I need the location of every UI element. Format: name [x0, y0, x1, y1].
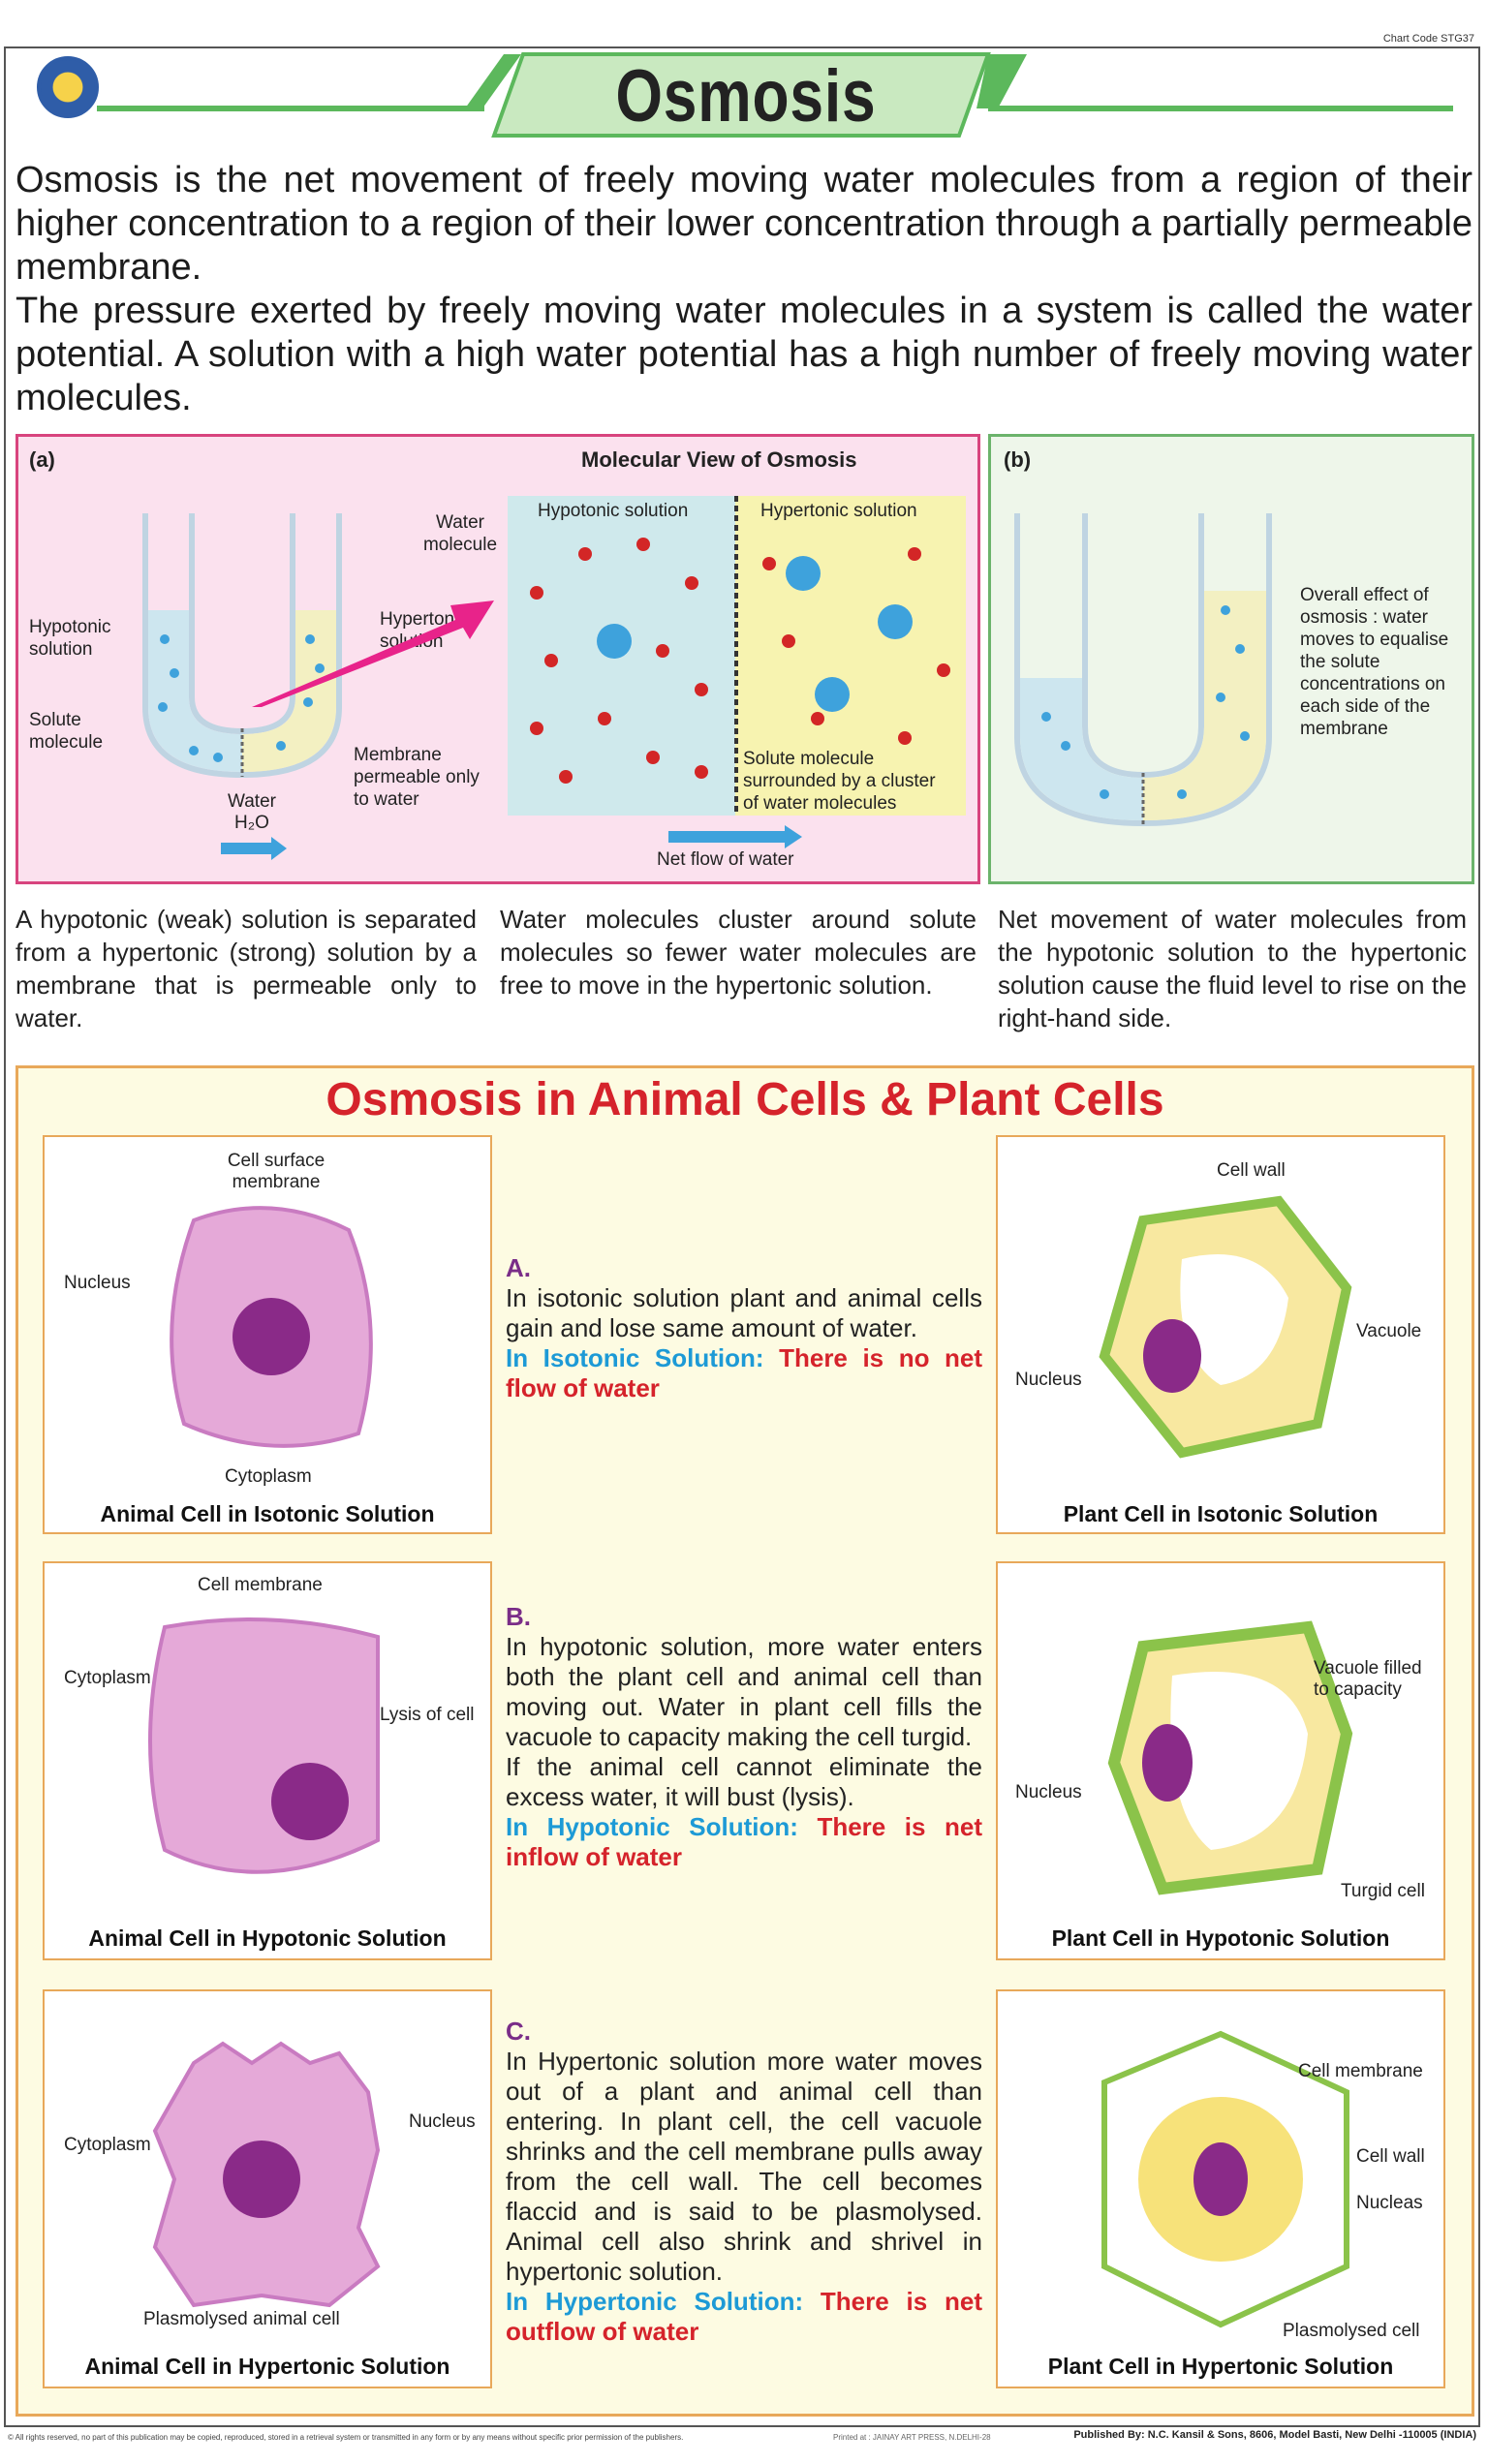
row-b-key-red: There is net inflow of water: [506, 1812, 982, 1871]
row-c-key-red: There is net outflow of water: [506, 2287, 982, 2346]
footer-publisher: Published By: N.C. Kansil & Sons, 8606, …: [1073, 2429, 1476, 2441]
panel-b-label: (b): [1004, 447, 1032, 472]
animal-c-label-3: Plasmolysed animal cell: [143, 2309, 340, 2329]
solute-molecule-label: Solute molecule: [29, 710, 104, 753]
row-b-text: B. In hypotonic solution, more water ent…: [506, 1602, 982, 1872]
panel-a-label: (a): [29, 447, 55, 472]
hypotonic-solution-heading: Hypotonic solution: [538, 501, 689, 521]
plant-c-label-4: Plasmolysed cell: [1283, 2321, 1420, 2341]
plant-cell-isotonic-illustration: [1099, 1195, 1352, 1459]
h2o-label: H₂O: [234, 813, 269, 833]
animal-c-label-1: Cytoplasm: [64, 2135, 151, 2155]
row-a-key-red: There is no net flow of water: [506, 1343, 983, 1402]
solute-cluster-label: Solute molecule surrounded by a cluster …: [743, 748, 951, 815]
plant-a-label-1: Cell wall: [1217, 1160, 1286, 1181]
intro-text: Osmosis is the net movement of freely mo…: [16, 159, 1472, 420]
plant-cell-hypertonic-caption: Plant Cell in Hypertonic Solution: [1047, 2354, 1394, 2379]
row-a-description: In isotonic solution plant and animal ce…: [506, 1283, 982, 1342]
animal-cell-hypertonic-caption: Animal Cell in Hypertonic Solution: [84, 2354, 450, 2379]
intro-paragraph-1: Osmosis is the net movement of freely mo…: [16, 160, 1473, 288]
magnify-arrow: [252, 601, 494, 707]
animal-cell-isotonic-caption: Animal Cell in Isotonic Solution: [100, 1501, 435, 1526]
row-c-key-blue: In Hypertonic Solution:: [506, 2287, 804, 2316]
caption-a: A hypotonic (weak) solution is separated…: [16, 905, 477, 1032]
plant-cell-hypertonic-illustration: [1101, 2030, 1349, 2328]
animal-b-label-3: Lysis of cell: [380, 1705, 475, 1725]
animal-c-label-2: Nucleus: [409, 2111, 476, 2132]
publisher-logo: [37, 56, 99, 118]
molecular-view-heading: Molecular View of Osmosis: [581, 447, 857, 472]
plant-cell-hypotonic-caption: Plant Cell in Hypotonic Solution: [1051, 1925, 1390, 1951]
plant-a-label-3: Nucleus: [1015, 1370, 1082, 1390]
row-a-text: A. In isotonic solution plant and animal…: [506, 1253, 982, 1403]
plant-a-label-2: Vacuole: [1356, 1321, 1422, 1341]
row-b-letter: B.: [506, 1602, 531, 1631]
plant-c-label-2: Cell wall: [1356, 2146, 1425, 2167]
page-title: Osmosis: [615, 55, 877, 138]
row-c-text: C. In Hypertonic solution more water mov…: [506, 2017, 982, 2347]
animal-b-label-2: Cytoplasm: [64, 1668, 151, 1688]
plant-b-label-3: Turgid cell: [1341, 1881, 1425, 1901]
plant-cell-hypotonic-illustration: [1107, 1620, 1353, 1895]
u-tube-b: [1014, 513, 1272, 827]
row-a-letter: A.: [506, 1253, 531, 1282]
plant-c-label-3: Nucleas: [1356, 2193, 1423, 2213]
u-tube-a: [142, 513, 342, 779]
net-flow-arrow: [668, 825, 802, 848]
animal-cell-hypertonic-illustration: [152, 2041, 381, 2308]
membrane-label: Membrane permeable only to water: [354, 745, 480, 810]
water-label: Water: [228, 791, 276, 812]
caption-middle: Water molecules cluster around solute mo…: [500, 905, 976, 1000]
water-arrow: [221, 837, 287, 860]
plant-b-label-2: Nucleus: [1015, 1782, 1082, 1802]
overall-effect-label: Overall effect of osmosis : water moves …: [1300, 585, 1449, 739]
footer-printed: Printed at : JAINAY ART PRESS, N.DELHI-2…: [833, 2433, 991, 2442]
animal-a-label-2: Nucleus: [64, 1273, 131, 1293]
hypertonic-solution-heading: Hypertonic solution: [760, 501, 917, 521]
row-c-description: In Hypertonic solution more water moves …: [506, 2047, 982, 2286]
animal-cell-hypotonic-illustration: [148, 1617, 380, 1874]
row-a-key-blue: In Isotonic Solution:: [506, 1343, 764, 1372]
page-frame: [4, 46, 1480, 2427]
plant-b-label-1: Vacuole filled to capacity: [1314, 1658, 1422, 1700]
animal-cell-isotonic-illustration: [170, 1206, 373, 1448]
net-flow-label: Net flow of water: [657, 849, 794, 870]
hypotonic-solution-label: Hypotonic solution: [29, 617, 111, 660]
animal-a-label-1: Cell surface membrane: [227, 1151, 326, 1192]
plant-cell-isotonic-caption: Plant Cell in Isotonic Solution: [1063, 1501, 1379, 1526]
animal-a-label-3: Cytoplasm: [225, 1466, 312, 1487]
footer-rights: © All rights reserved, no part of this p…: [8, 2433, 684, 2442]
row-b-description-2: If the animal cell cannot eliminate the …: [506, 1752, 982, 1811]
row-c-letter: C.: [506, 2017, 531, 2046]
row-b-description: In hypotonic solution, more water enters…: [506, 1632, 982, 1751]
water-molecule-label: Water molecule: [422, 512, 498, 555]
cells-section-title: Osmosis in Animal Cells & Plant Cells: [326, 1074, 1164, 1125]
chart-code: Chart Code STG37: [1382, 33, 1474, 45]
intro-paragraph-2: The pressure exerted by freely moving wa…: [16, 291, 1472, 418]
caption-b: Net movement of water molecules from the…: [998, 905, 1467, 1032]
animal-cell-hypotonic-caption: Animal Cell in Hypotonic Solution: [88, 1925, 447, 1951]
plant-c-label-1: Cell membrane: [1298, 2061, 1423, 2081]
title-banner: [97, 52, 1453, 138]
animal-b-label-1: Cell membrane: [198, 1575, 323, 1595]
row-b-key-blue: In Hypotonic Solution:: [506, 1812, 798, 1841]
